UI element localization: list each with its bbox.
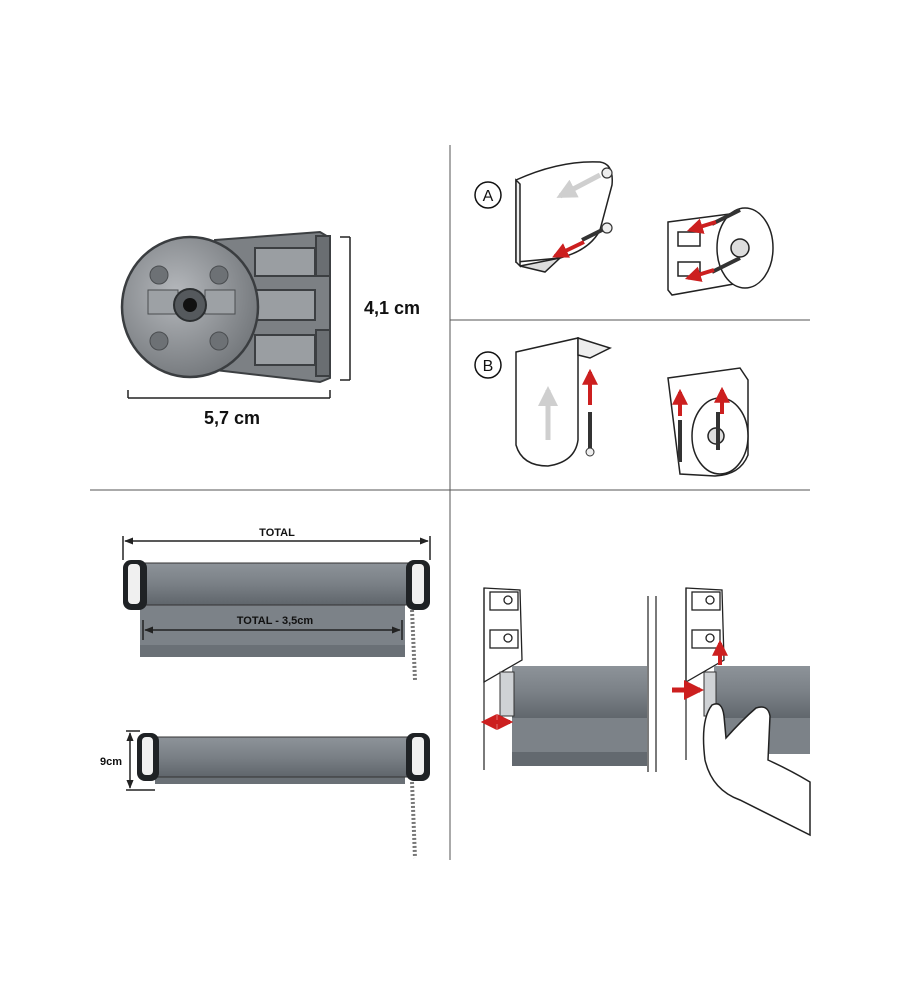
- option-a-badge: A: [474, 181, 502, 209]
- red-arrow-a-bottom: [684, 266, 715, 282]
- bracket-panel: 4,1 cm 5,7 cm: [120, 230, 420, 428]
- upper-blind-bottom-bar: [140, 645, 405, 657]
- mount-step-2: [655, 587, 811, 837]
- option-b-panel: B: [474, 336, 749, 477]
- height-9-label: 9cm: [100, 756, 122, 768]
- red-arrow-a-top: [686, 218, 717, 234]
- screw-a3: [711, 208, 741, 226]
- total-minus-label: TOTAL - 3,5cm: [237, 615, 314, 627]
- upper-blind: [123, 560, 430, 681]
- blind-end-plate-1: [499, 671, 515, 717]
- total-minus-dimension-line: [142, 620, 403, 640]
- mount-step-1: [480, 587, 649, 772]
- blind-tube-1: [512, 666, 647, 720]
- upper-left-end-cap: [123, 560, 147, 610]
- option-b-label: B: [483, 358, 494, 375]
- measurement-panel: TOTAL TOTAL - 3,5cm: [100, 527, 431, 859]
- lower-blind: [137, 733, 430, 859]
- total-label: TOTAL: [259, 527, 295, 539]
- width-dimension-line: [127, 390, 331, 399]
- grid-dividers: [90, 145, 810, 860]
- blind-bar-1: [512, 752, 647, 766]
- bracket-height-label: 4,1 cm: [364, 298, 420, 318]
- wall-bracket-1: [483, 587, 523, 684]
- screw-a1: [601, 167, 613, 179]
- total-dimension-line: [122, 536, 431, 560]
- lower-right-end-cap: [406, 733, 430, 781]
- screw-b: [585, 412, 595, 457]
- bracket-width-label: 5,7 cm: [204, 408, 260, 428]
- lower-left-end-cap: [137, 733, 159, 781]
- hand: [702, 703, 811, 837]
- cover-b: [515, 336, 612, 467]
- height-9-dimension-line: [126, 730, 155, 791]
- ghost-arrow-a: [556, 172, 602, 199]
- option-a-panel: A: [474, 161, 774, 296]
- height-dimension-line: [340, 236, 351, 381]
- screw-a2: [581, 222, 613, 242]
- upper-blind-tube: [134, 562, 416, 606]
- bracket-cap-details: [147, 265, 236, 351]
- option-a-label: A: [483, 188, 494, 205]
- mounting-panel: [480, 587, 811, 837]
- screw-a4: [711, 256, 741, 274]
- lower-chain: [410, 781, 417, 859]
- upper-chain: [410, 609, 417, 681]
- red-arrow-a-cover: [552, 240, 585, 258]
- blind-fabric-1: [512, 718, 647, 754]
- option-b-badge: B: [474, 351, 502, 379]
- bracket-axle-hole: [183, 298, 197, 312]
- upper-right-end-cap: [406, 560, 430, 610]
- lower-blind-tube: [144, 736, 416, 778]
- upper-blind-fabric: [140, 600, 405, 648]
